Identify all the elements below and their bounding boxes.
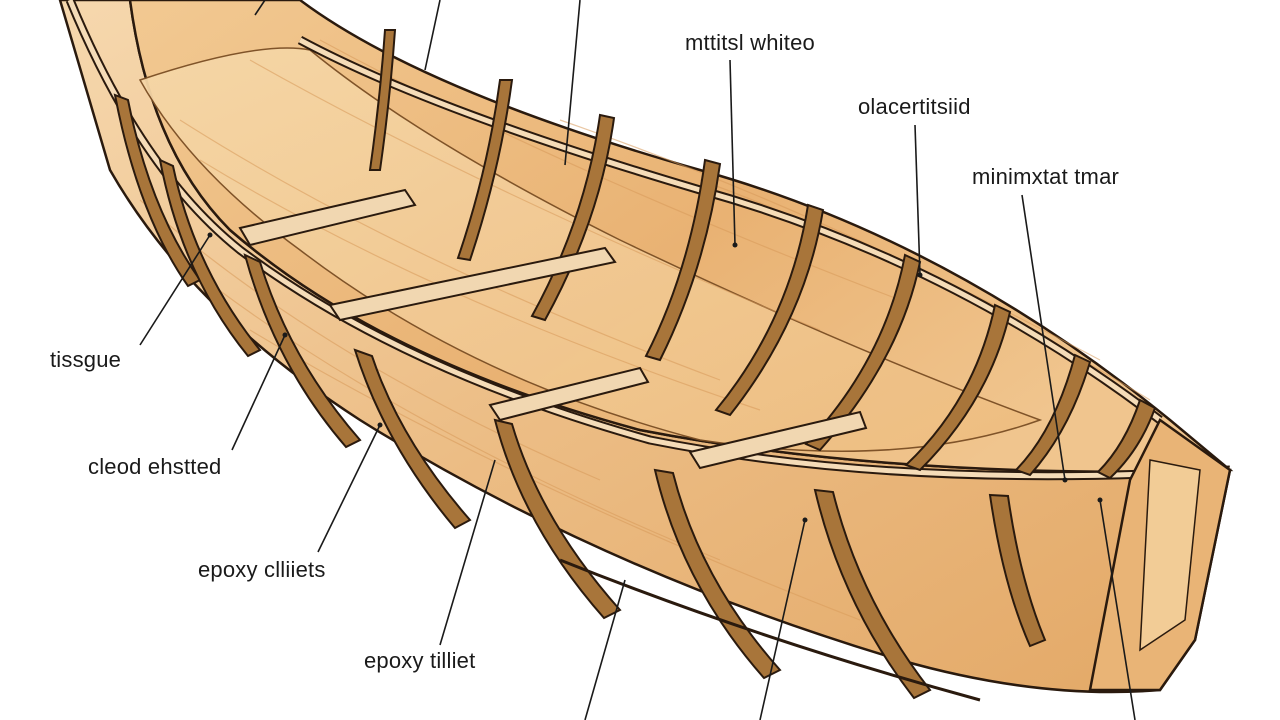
label-epoxy-fillets: epoxy clliiets: [198, 557, 326, 582]
thwarts: [238, 188, 868, 470]
label-placement: olacertitsiid: [858, 94, 971, 119]
hull-floor: [138, 47, 1043, 452]
interior-frames: [368, 29, 1157, 480]
label-tissue: tissgue: [50, 347, 122, 372]
keel: [559, 558, 981, 702]
leader-lines: [139, 0, 1136, 720]
label-epoxy-fillet: epoxy tilliet: [364, 648, 476, 673]
outer-frames: [113, 93, 1047, 700]
leader-arrowheads: [207, 232, 1103, 523]
label-cloud-ensited: cleod ehstted: [88, 454, 222, 479]
label-mutual-white: mttitsl whiteo: [685, 30, 815, 55]
label-minimum-mat: minimxtat tmar: [972, 164, 1120, 189]
